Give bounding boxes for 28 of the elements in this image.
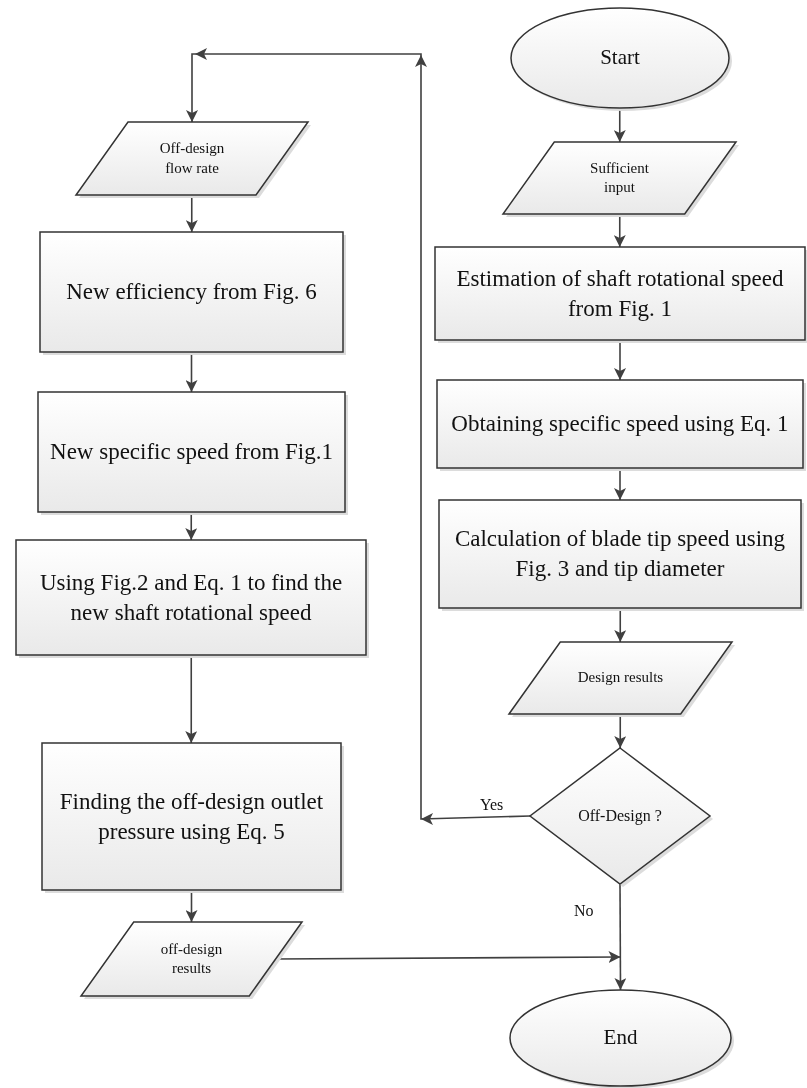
process-box — [16, 540, 366, 655]
data-label: off-design results — [159, 939, 224, 978]
process-box — [40, 232, 343, 352]
data-parallelogram — [509, 642, 732, 714]
data-parallelogram — [81, 922, 302, 996]
process-box — [38, 392, 345, 512]
terminal-ellipse — [510, 990, 731, 1086]
step-label: Obtaining specific speed using Eq. 1 — [450, 410, 790, 439]
step-label: Finding the off-design outlet pressure using Eq. 5 — [58, 787, 325, 846]
data-label: Off-design flow rate — [158, 139, 226, 178]
terminal-label: End — [602, 1024, 639, 1052]
data-parallelogram — [76, 122, 308, 195]
decision-label: Off-Design ? — [577, 805, 663, 827]
step-label: Estimation of shaft rotational speed from Fig. 1 — [455, 264, 785, 323]
data-label: Sufficient input — [589, 158, 650, 197]
terminal-ellipse — [511, 8, 729, 108]
data-parallelogram — [503, 142, 736, 214]
process-box — [435, 247, 805, 340]
step-label: Calculation of blade tip speed using Fig. 3 and tip diameter — [453, 525, 787, 583]
step-label: New specific speed from Fig.1 — [49, 438, 334, 467]
process-box — [42, 743, 341, 890]
terminal-label: Start — [599, 44, 641, 72]
data-label: Design results — [576, 668, 665, 688]
process-box — [437, 380, 803, 468]
step-label: Using Fig.2 and Eq. 1 to find the new shaft rotational speed — [38, 568, 344, 627]
step-label: New efficiency from Fig. 6 — [65, 278, 318, 307]
process-box — [439, 500, 801, 608]
decision-diamond — [530, 748, 710, 884]
